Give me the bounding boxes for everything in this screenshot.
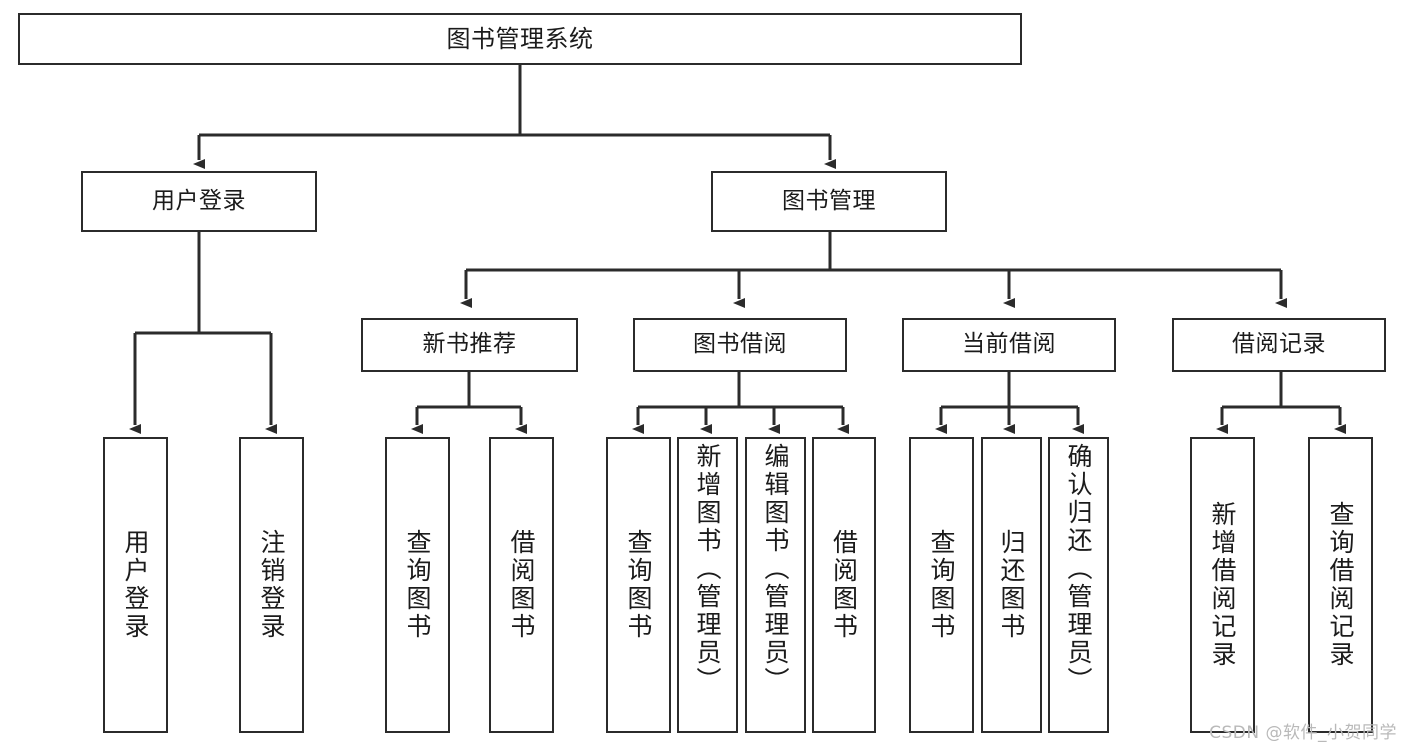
node-label: 用户登录 <box>152 187 246 214</box>
node-label: 借阅图书 <box>829 529 859 641</box>
leaf-borrow-query-book[interactable]: 查询图书 <box>606 437 671 733</box>
node-label: 查询图书 <box>403 529 432 641</box>
leaf-current-query-book[interactable]: 查询图书 <box>909 437 974 733</box>
node-label: 图书借阅 <box>693 331 787 358</box>
node-label: 当前借阅 <box>962 331 1056 358</box>
node-label: 编辑图书（管理员） <box>761 443 790 695</box>
node-label: 新书推荐 <box>422 331 517 358</box>
node-label: 新增借阅记录 <box>1208 501 1237 669</box>
node-label: 查询借阅记录 <box>1326 501 1355 669</box>
node-label: 借阅记录 <box>1232 331 1326 358</box>
leaf-current-return-book[interactable]: 归还图书 <box>981 437 1042 733</box>
node-book-management[interactable]: 图书管理 <box>711 171 947 232</box>
node-root-book-management-system[interactable]: 图书管理系统 <box>18 13 1022 65</box>
leaf-borrow-add-book-admin[interactable]: 新增图书（管理员） <box>677 437 738 733</box>
node-label: 用户登录 <box>121 529 150 641</box>
node-label: 查询图书 <box>927 529 956 641</box>
leaf-borrow-edit-book-admin[interactable]: 编辑图书（管理员） <box>745 437 806 733</box>
node-new-book-recommend[interactable]: 新书推荐 <box>361 318 578 372</box>
node-label: 确认归还（管理员） <box>1064 443 1093 695</box>
leaf-current-confirm-return-admin[interactable]: 确认归还（管理员） <box>1048 437 1109 733</box>
node-label: 新增图书（管理员） <box>693 443 722 695</box>
node-label: 查询图书 <box>624 529 653 641</box>
leaf-user-login-logout[interactable]: 注销登录 <box>239 437 304 733</box>
leaf-new-book-query[interactable]: 查询图书 <box>385 437 450 733</box>
node-current-borrow[interactable]: 当前借阅 <box>902 318 1116 372</box>
leaf-record-query-borrow-record[interactable]: 查询借阅记录 <box>1308 437 1373 733</box>
node-book-borrow[interactable]: 图书借阅 <box>633 318 847 372</box>
node-label: 借阅图书 <box>507 529 536 641</box>
node-label: 图书管理 <box>782 187 876 214</box>
leaf-new-book-borrow[interactable]: 借阅图书 <box>489 437 554 733</box>
node-label: 归还图书 <box>997 529 1026 641</box>
node-user-login[interactable]: 用户登录 <box>81 171 317 232</box>
leaf-user-login-login[interactable]: 用户登录 <box>103 437 168 733</box>
node-label: 图书管理系统 <box>446 24 594 53</box>
leaf-record-add-borrow-record[interactable]: 新增借阅记录 <box>1190 437 1255 733</box>
node-borrow-record[interactable]: 借阅记录 <box>1172 318 1386 372</box>
csdn-watermark: CSDN @软件_小贺同学 <box>1209 723 1397 743</box>
leaf-borrow-borrow-book[interactable]: 借阅图书 <box>812 437 876 733</box>
node-label: 注销登录 <box>257 529 286 641</box>
